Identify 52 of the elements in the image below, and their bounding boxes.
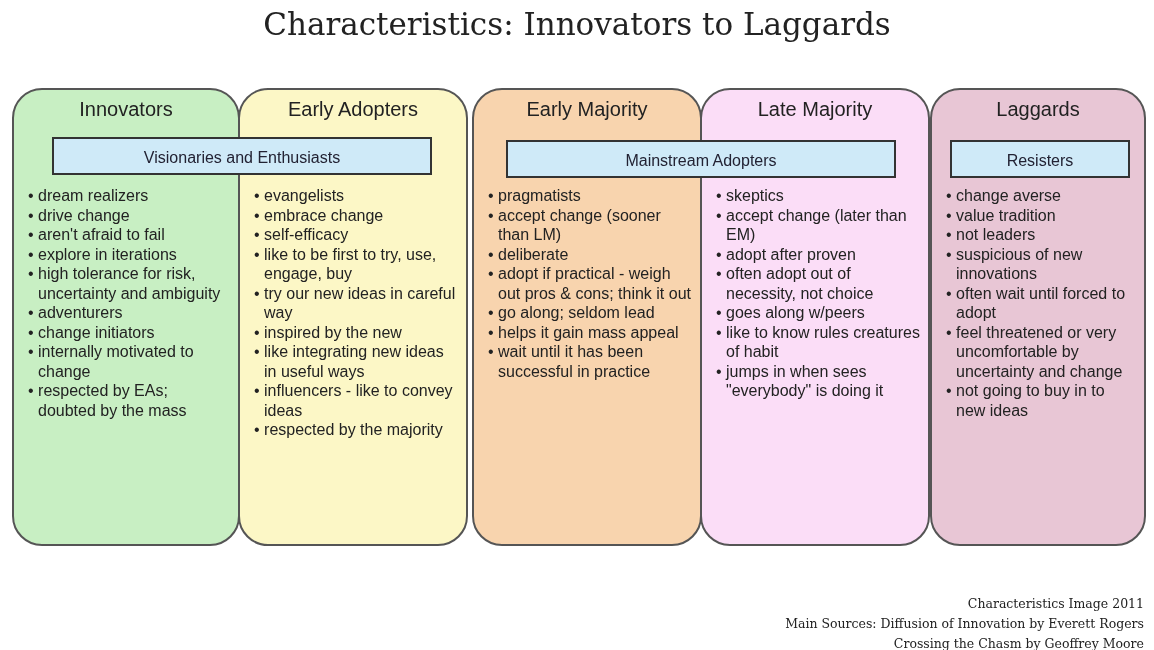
source-note: Main Sources: Diffusion of Innovation by Everett Rogers: [785, 616, 1144, 631]
group-band: Visionaries and Enthusiasts: [52, 137, 432, 175]
bullet-point: • not going to buy in to new ideas: [946, 381, 1106, 420]
bullet-point: • explore in iterations: [28, 244, 178, 264]
bullet-point: • adopt after proven: [716, 244, 857, 264]
bullet-point: • internally motivated to change: [28, 342, 195, 381]
bullet-point: • deliberate: [488, 244, 570, 264]
bullet-point: • jumps in when sees "everybody" is doing it: [716, 361, 885, 401]
bullet-point: • influencers - like to convey ideas: [254, 381, 454, 420]
column-heading: Laggards: [995, 98, 1081, 121]
bullet-point: • go along; seldom lead: [488, 303, 656, 323]
bullet-point: • often adopt out of necessity, not choice: [716, 264, 875, 303]
column-heading: Early Adopters: [286, 98, 420, 121]
bullet-point: • try our new ideas in careful way: [254, 283, 457, 323]
bullet-point: • respected by the majority: [254, 420, 444, 440]
bullet-point: • like integrating new ideas in useful ways: [254, 342, 445, 381]
bullet-point: • adopt if practical - weigh out pros & cons; think it out: [488, 264, 692, 303]
bullet-point: • embrace change: [254, 205, 385, 225]
column-heading: Early Majority: [525, 98, 649, 121]
bullet-point: • drive change: [28, 205, 131, 225]
bullet-point: • dream realizers: [28, 186, 150, 206]
source-note: Characteristics Image 2011: [967, 596, 1144, 611]
bullet-point: • pragmatists: [488, 186, 582, 206]
bullet-point: • adventurers: [28, 303, 124, 323]
bullet-point: • goes along w/peers: [716, 303, 866, 323]
bullet-point: • evangelists: [254, 186, 346, 206]
bullet-point: • wait until it has been successful in practice: [488, 342, 652, 381]
bullet-point: • feel threatened or very uncomfortable by uncertainty and change: [946, 322, 1124, 381]
bullet-point: • inspired by the new: [254, 322, 403, 342]
diagram-title: Characteristics: Innovators to Laggards: [262, 6, 892, 42]
bullet-point: • skeptics: [716, 186, 785, 206]
bullet-point: • like to be first to try, use, engage, buy: [254, 244, 438, 284]
bullet-point: • change initiators: [28, 322, 156, 342]
bullet-point: • accept change (later than EM): [716, 205, 908, 245]
category-panel: [930, 88, 1146, 546]
bullet-point: • aren't afraid to fail: [28, 225, 166, 245]
source-note: Crossing the Chasm by Geoffrey Moore: [893, 636, 1144, 650]
bullet-point: • not leaders: [946, 225, 1037, 245]
bullet-point: • suspicious of new innovations: [946, 244, 1084, 284]
group-band: Mainstream Adopters: [506, 140, 896, 178]
group-band: Resisters: [950, 140, 1130, 178]
bullet-point: • self-efficacy: [254, 225, 350, 245]
column-heading: Late Majority: [756, 98, 874, 121]
bullet-point: • helps it gain mass appeal: [488, 322, 680, 342]
bullet-point: • change averse: [946, 186, 1062, 206]
bullet-point: • high tolerance for risk, uncertainty and ambiguity: [28, 264, 222, 303]
bullet-point: • accept change (sooner than LM): [488, 205, 662, 245]
column-heading: Innovators: [78, 98, 174, 121]
bullet-point: • respected by EAs; doubted by the mass: [28, 381, 188, 420]
bullet-point: • often wait until forced to adopt: [946, 283, 1127, 323]
bullet-point: • like to know rules creatures of habit: [716, 322, 920, 362]
bullet-point: • value tradition: [946, 205, 1057, 225]
